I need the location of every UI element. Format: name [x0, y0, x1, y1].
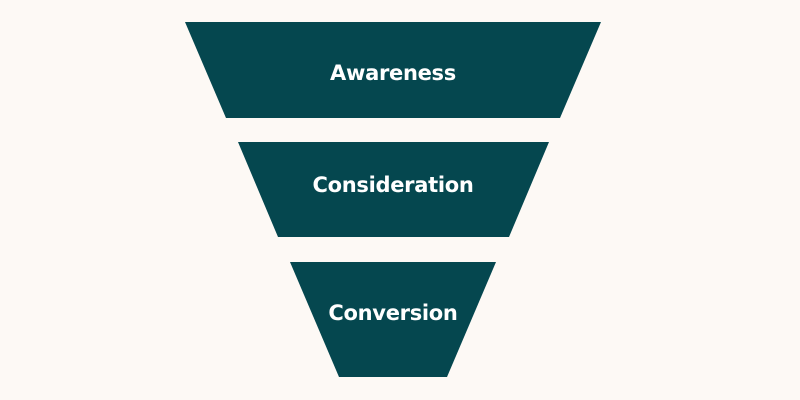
stage-label-consideration: Consideration [312, 173, 474, 197]
stage-label-conversion: Conversion [328, 301, 458, 325]
funnel-stage-awareness [185, 22, 601, 118]
stage-label-awareness: Awareness [330, 61, 456, 85]
funnel-stage-conversion [290, 262, 496, 377]
funnel-stage-consideration [238, 142, 549, 237]
